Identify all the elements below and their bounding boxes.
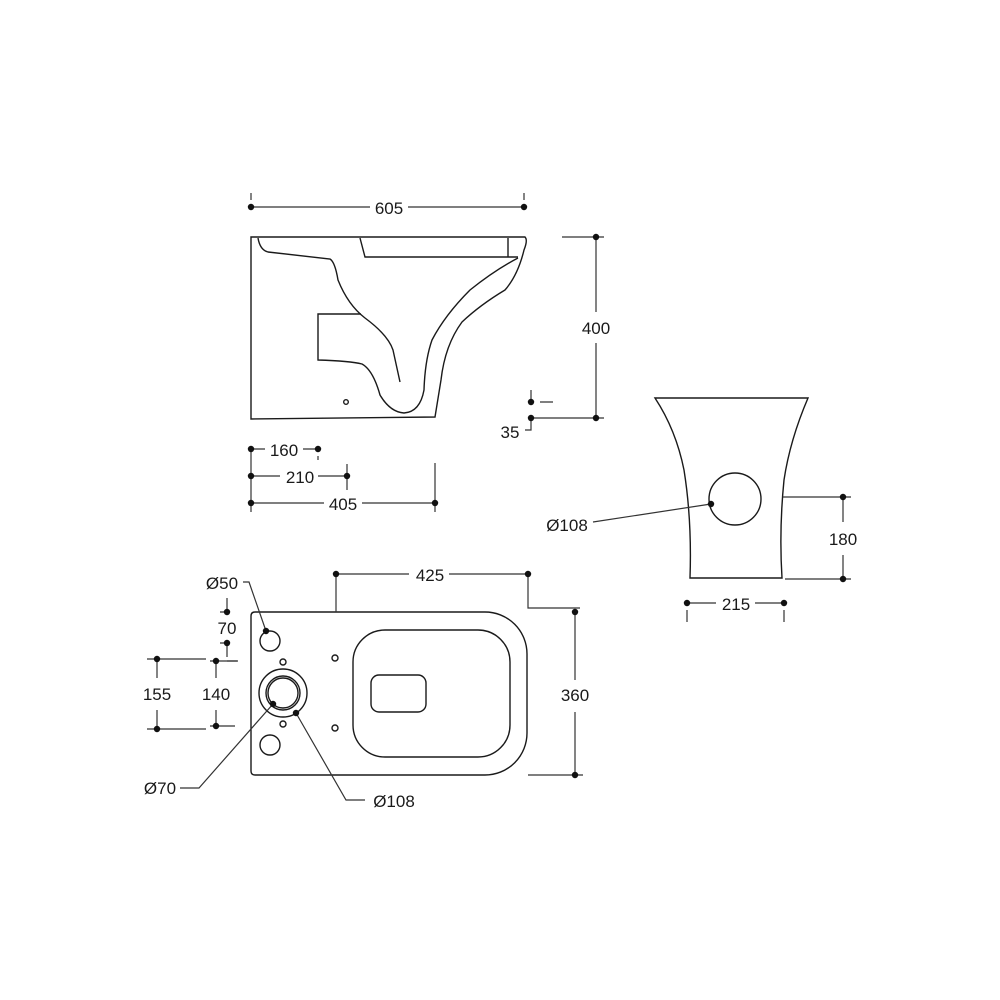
label-outlet-inner-diameter: Ø70 xyxy=(144,779,176,798)
dim-605: 605 xyxy=(375,199,403,218)
dim-180: 180 xyxy=(829,530,857,549)
front-view: Ø108 180 215 xyxy=(546,397,857,622)
dim-155: 155 xyxy=(143,685,171,704)
dim-140: 140 xyxy=(202,685,230,704)
side-bowl xyxy=(317,257,519,414)
top-pipe-hole-upper xyxy=(259,630,281,652)
dim-215: 215 xyxy=(722,595,750,614)
top-outlet-inner xyxy=(265,675,301,711)
side-view: 605 400 35 160 210 405 xyxy=(247,193,610,514)
dim-210: 210 xyxy=(286,468,314,487)
dim-160: 160 xyxy=(270,441,298,460)
dim-400: 400 xyxy=(582,319,610,338)
top-view: 425 360 Ø50 70 155 140 Ø70 Ø108 xyxy=(143,566,589,811)
dim-360: 360 xyxy=(561,686,589,705)
side-outline xyxy=(250,236,527,420)
top-seat-opening xyxy=(352,629,511,758)
top-outline xyxy=(250,611,528,776)
side-fixing-hole xyxy=(343,399,350,406)
dim-405: 405 xyxy=(329,495,357,514)
label-outlet-outer-diameter: Ø108 xyxy=(373,792,415,811)
dim-425: 425 xyxy=(416,566,444,585)
front-outlet xyxy=(708,472,762,526)
top-pipe-hole-lower xyxy=(259,734,281,756)
top-bowl-outlet xyxy=(370,674,427,713)
side-rim xyxy=(359,237,518,258)
side-trapway xyxy=(257,237,401,383)
dim-70: 70 xyxy=(218,619,237,638)
label-front-outlet-diameter: Ø108 xyxy=(546,516,588,535)
front-outline xyxy=(653,397,810,579)
top-outlet-outer xyxy=(258,668,308,718)
dim-35: 35 xyxy=(501,423,520,442)
label-pipe-diameter-50: Ø50 xyxy=(206,574,238,593)
